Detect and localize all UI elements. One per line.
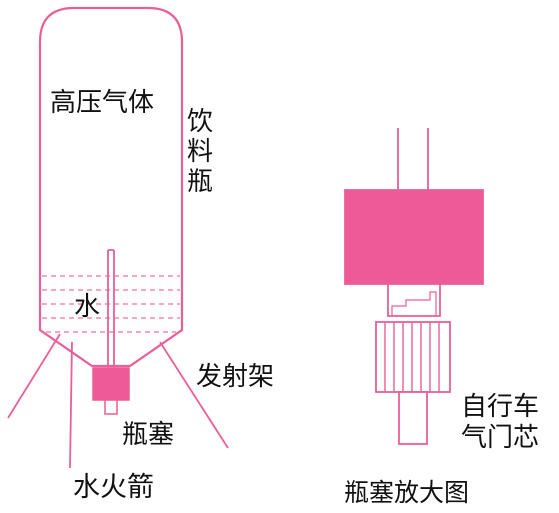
label-valve-core: 自行车气门芯 — [461, 392, 540, 454]
label-bottle: 饮料瓶 — [186, 107, 213, 197]
label-water: 水 — [74, 292, 101, 322]
enlarged-connector — [387, 284, 441, 317]
enlarged-stopper — [344, 128, 484, 445]
label-high-pressure-gas: 高压气体 — [50, 88, 155, 118]
label-water-rocket: 水火箭 — [73, 472, 154, 503]
label-launcher: 发射架 — [196, 362, 275, 392]
stopper-block — [92, 367, 130, 401]
bottle-outline — [38, 6, 184, 368]
valve-stem — [104, 399, 118, 415]
launcher-legs — [7, 333, 229, 469]
enlarged-bottom-stem — [398, 391, 428, 445]
enlarged-tube — [397, 128, 429, 190]
enlarged-stopper-block — [344, 189, 484, 285]
valve-ribs — [384, 322, 440, 392]
water-level-lines — [42, 275, 180, 333]
water-rocket — [7, 6, 229, 469]
enlarged-connector-step — [391, 291, 437, 316]
valve-core — [375, 321, 451, 393]
inner-tube — [107, 249, 115, 368]
label-enlarged: 瓶塞放大图 — [344, 478, 470, 507]
label-stopper: 瓶塞 — [122, 420, 175, 450]
